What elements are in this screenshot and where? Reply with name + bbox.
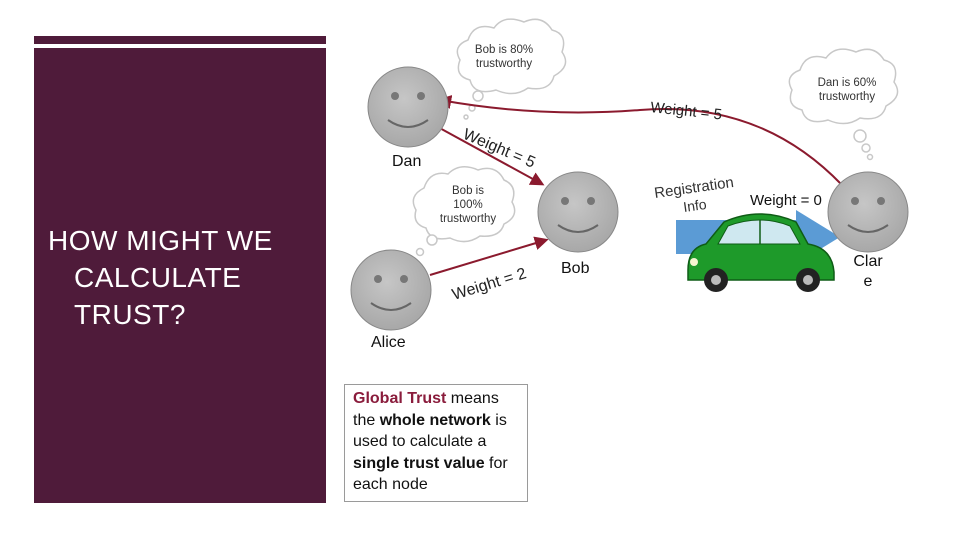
clare-face-icon [827, 171, 909, 253]
clare-thought-line-1: Dan is 60% [817, 77, 877, 89]
accent-bar [34, 36, 326, 44]
edge-dan-to-clare [437, 95, 843, 186]
definition-text-1: means the [353, 390, 499, 429]
title-line-2: CALCULATE [74, 262, 242, 293]
title-line-1: HOW MIGHT WE [48, 225, 273, 256]
clare-thought-line-2: trustworthy [818, 91, 876, 103]
clare-thought-text: Dan is 60% trustworthy [810, 76, 884, 104]
dan-thought-line-1: Bob is 80% [474, 44, 534, 56]
clare-label-line-2: e [863, 273, 873, 290]
alice-thought-line-2: 100% [453, 199, 483, 211]
definition-bold-1: whole network [379, 411, 491, 429]
definition-text-2: is used to calculate a [353, 411, 507, 451]
alice-thought-text: Bob is 100% trustworthy [433, 184, 503, 226]
definition-bold-2: single trust value [353, 454, 485, 472]
alice-thought-line-3: trustworthy [439, 213, 497, 225]
registration-line-2: Info [682, 196, 708, 215]
slide-title: HOW MIGHT WE CALCULATE TRUST? [48, 222, 318, 333]
clare-thought-cloud [788, 48, 899, 161]
edge-label-dan-to-bob: Weight = 5 [460, 126, 537, 172]
dan-thought-text: Bob is 80% trustworthy [468, 43, 540, 71]
node-label-alice: Alice [371, 334, 406, 351]
node-label-dan: Dan [392, 153, 422, 170]
node-label-bob: Bob [561, 260, 590, 277]
alice-thought-line-1: Bob is [452, 185, 484, 197]
definition-text-3: for each node [353, 454, 508, 494]
clare-label-line-1: Clar [853, 253, 883, 270]
edge-label-bob-to-clare: Weight = 0 [750, 192, 822, 209]
bob-face-icon [537, 171, 619, 253]
title-panel [34, 48, 326, 503]
edge-dan-to-bob [435, 125, 545, 186]
edge-label-alice-to-bob: Weight = 2 [450, 265, 528, 304]
global-trust-definition: Global Trust means the whole network is … [344, 384, 528, 502]
dan-face-icon [367, 66, 449, 148]
car-icon [687, 213, 835, 292]
alice-face-icon [350, 249, 432, 331]
edge-alice-to-bob [429, 236, 549, 276]
node-label-clare: Clar e [850, 252, 886, 292]
definition-term: Global Trust [353, 390, 447, 407]
edge-label-dan-to-clare: Weight = 5 [650, 99, 723, 123]
dan-thought-line-2: trustworthy [475, 58, 533, 70]
title-line-3: TRUST? [74, 299, 186, 330]
